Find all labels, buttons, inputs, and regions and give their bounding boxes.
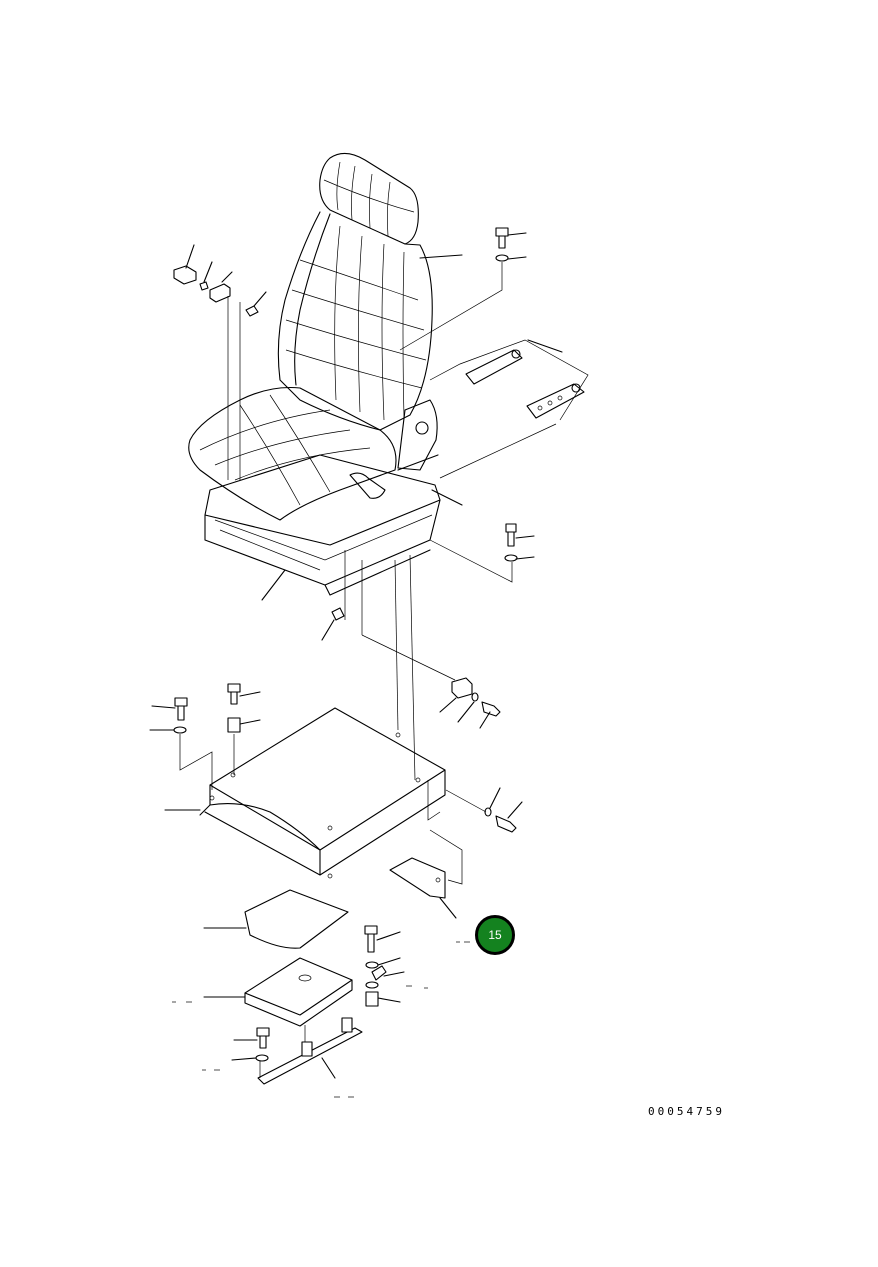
seat-headrest <box>319 152 419 245</box>
spacer-block <box>203 957 353 1045</box>
part-callout-15[interactable]: 15 <box>475 915 515 955</box>
slide-rail-lower <box>526 383 585 419</box>
bolt-and-washer-upper-right <box>399 227 527 351</box>
bracket-and-bolt-right <box>439 677 501 729</box>
seat-suspension <box>204 454 441 596</box>
mounting-bar <box>257 1017 363 1085</box>
seat-cushion <box>188 386 397 521</box>
slide-rail-upper <box>465 349 523 385</box>
nut-bracket <box>321 607 345 641</box>
seat-mounting-plate <box>164 707 446 879</box>
rubber-pad <box>203 889 349 949</box>
hardware-upper-left <box>173 244 267 480</box>
leader-lines-seat <box>261 254 589 601</box>
bolt-and-washer-mid-right <box>429 523 535 583</box>
recline-mechanism <box>349 399 438 499</box>
bolt-washer-plate-right <box>445 787 523 833</box>
dash-marks <box>172 941 470 1098</box>
bolt-stack-lower-center <box>364 925 405 1007</box>
seat-backrest <box>277 211 433 431</box>
bolts-left-of-base <box>149 683 261 790</box>
assembly-guide-lines <box>344 550 456 781</box>
drawing-number: 00054759 <box>648 1105 725 1118</box>
cover-bracket <box>389 829 463 919</box>
bolt-washer-lower-left <box>231 1027 270 1062</box>
